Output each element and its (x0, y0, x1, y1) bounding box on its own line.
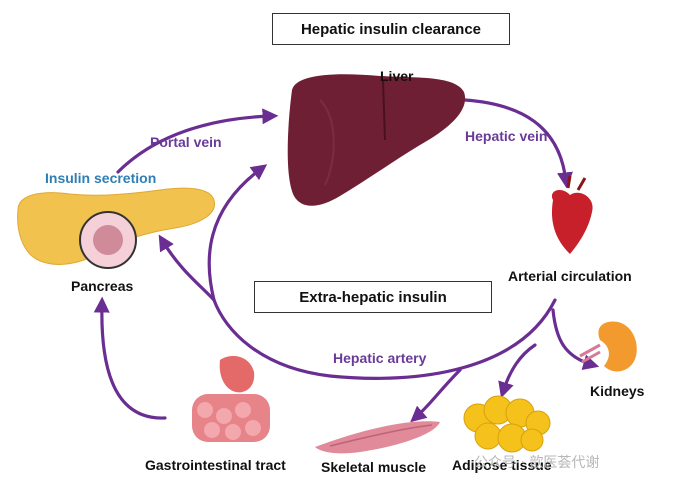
insulin-secretion-label: Insulin secretion (45, 170, 157, 186)
to-adipose-arrow (498, 343, 537, 399)
watermark: 公众号 · 歆医荟代谢 (474, 455, 600, 471)
gi-tract-illustration (192, 356, 270, 442)
portal-vein-label: Portal vein (150, 134, 222, 150)
kidney-illustration (579, 321, 637, 372)
to-kidneys-arrow (551, 308, 600, 371)
title-text: Hepatic insulin clearance (300, 20, 482, 38)
hepatic-vein-label: Hepatic vein (465, 128, 548, 144)
to-muscle-arrow (410, 368, 462, 423)
portal-vein-arrow (116, 108, 279, 174)
adipose-tissue-label: Adipose tissue (452, 457, 552, 473)
hepatic-artery-label: Hepatic artery (333, 350, 427, 366)
title-box: Hepatic insulin clearance (272, 13, 510, 45)
hepatic-artery-arrow (207, 164, 557, 380)
heart-illustration (551, 175, 593, 254)
gi-tract-label: Gastrointestinal tract (145, 457, 286, 473)
hepatic-vein-arrow (463, 98, 573, 189)
liver-illustration (287, 74, 466, 206)
liver-label: Liver (380, 68, 414, 84)
gi-to-pancreas-arrow (93, 296, 167, 420)
extra-hepatic-box: Extra-hepatic insulin (254, 281, 492, 313)
pancreas-illustration (17, 187, 215, 269)
extra-hepatic-text: Extra-hepatic insulin (299, 288, 447, 306)
adipose-illustration (463, 395, 551, 453)
hepatic-artery-to-pancreas-arrow (158, 234, 216, 302)
pancreas-label: Pancreas (71, 278, 134, 294)
skeletal-muscle-illustration (315, 421, 440, 454)
arterial-circulation-label: Arterial circulation (508, 268, 632, 284)
skeletal-muscle-label: Skeletal muscle (321, 459, 427, 475)
kidneys-label: Kidneys (590, 383, 645, 399)
